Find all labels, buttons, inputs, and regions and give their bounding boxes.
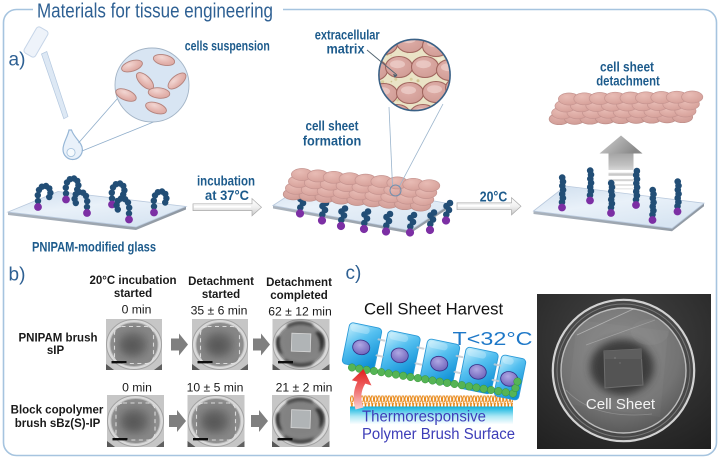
svg-text:35 ± 6 min: 35 ± 6 min bbox=[191, 304, 248, 318]
svg-text:a): a) bbox=[9, 50, 26, 71]
svg-text:sIP: sIP bbox=[47, 345, 65, 357]
svg-text:21 ± 2 min: 21 ± 2 min bbox=[276, 381, 333, 395]
svg-text:b): b) bbox=[9, 265, 26, 286]
svg-text:matrix: matrix bbox=[327, 41, 365, 57]
svg-text:c): c) bbox=[346, 263, 362, 284]
svg-text:Polymer Brush Surface: Polymer Brush Surface bbox=[362, 426, 515, 443]
svg-text:completed: completed bbox=[270, 290, 328, 302]
svg-text:Thermoresponsive: Thermoresponsive bbox=[362, 409, 486, 426]
svg-text:10 ± 5 min: 10 ± 5 min bbox=[187, 381, 244, 395]
svg-text:20°C: 20°C bbox=[480, 190, 508, 206]
svg-text:detachment: detachment bbox=[596, 72, 660, 88]
svg-text:formation: formation bbox=[303, 132, 362, 148]
svg-text:PNIPAM brush: PNIPAM brush bbox=[18, 333, 97, 345]
svg-text:T<32°C: T<32°C bbox=[453, 329, 533, 349]
svg-text:PNIPAM-modified glass: PNIPAM-modified glass bbox=[32, 238, 156, 254]
svg-text:at 37°C: at 37°C bbox=[205, 187, 249, 203]
svg-text:0 min: 0 min bbox=[122, 303, 152, 317]
svg-text:0 min: 0 min bbox=[122, 381, 152, 395]
svg-text:incubation: incubation bbox=[197, 173, 255, 189]
svg-text:brush sBz(S)-IP: brush sBz(S)-IP bbox=[15, 418, 101, 430]
svg-text:Cell Sheet: Cell Sheet bbox=[586, 396, 656, 413]
svg-text:Detachment: Detachment bbox=[188, 276, 254, 288]
svg-text:Materials for tissue engineeri: Materials for tissue engineering bbox=[37, 0, 273, 22]
svg-text:62 ± 12 min: 62 ± 12 min bbox=[268, 305, 332, 319]
svg-text:started: started bbox=[202, 289, 240, 301]
svg-text:20°C incubation: 20°C incubation bbox=[89, 275, 176, 287]
svg-text:started: started bbox=[114, 288, 152, 300]
svg-text:Cell Sheet Harvest: Cell Sheet Harvest bbox=[364, 300, 503, 319]
svg-text:extracellular: extracellular bbox=[315, 26, 380, 42]
svg-text:cells suspension: cells suspension bbox=[185, 38, 270, 54]
svg-text:cell sheet: cell sheet bbox=[306, 118, 359, 134]
svg-text:cell sheet: cell sheet bbox=[600, 59, 654, 75]
svg-text:Block copolymer: Block copolymer bbox=[11, 405, 104, 417]
svg-text:Detachment: Detachment bbox=[266, 277, 332, 289]
